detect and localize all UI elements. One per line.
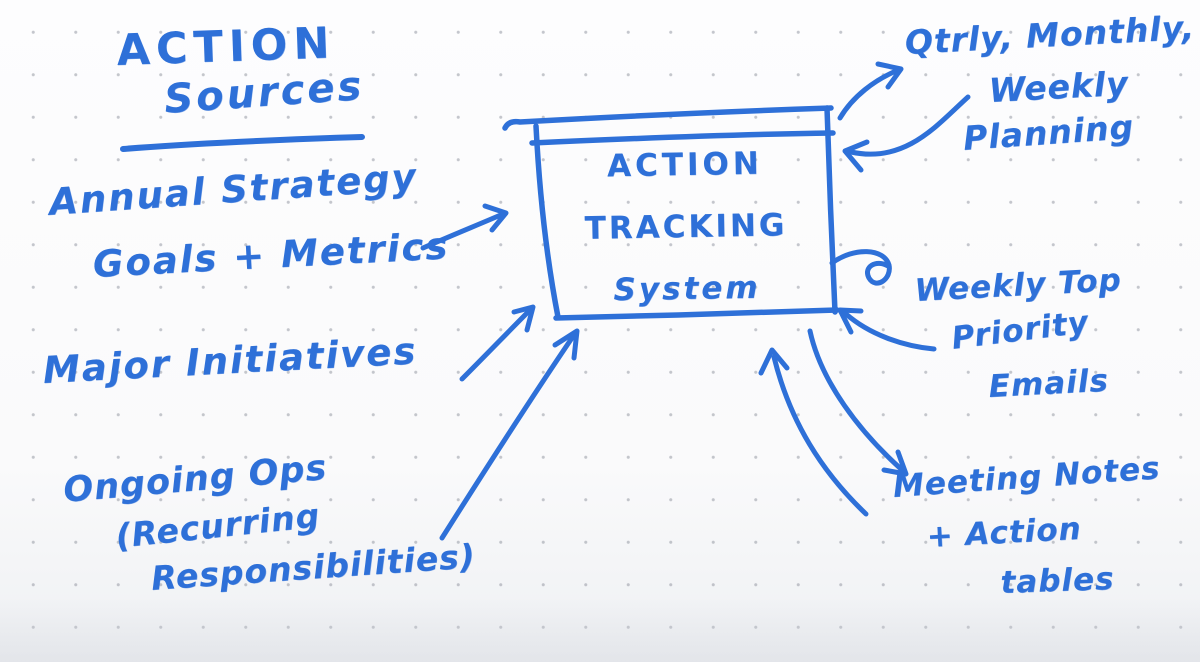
arrow-planning-to-box — [842, 94, 971, 173]
box-line-2: TRACKING — [584, 207, 788, 247]
box-line-1: ACTION — [606, 145, 764, 185]
arrow-major-initiatives-to-box — [459, 304, 536, 382]
title-line-1: ACTION — [115, 18, 337, 76]
title-underline — [120, 134, 365, 152]
planning-line-2: Weekly — [987, 63, 1130, 110]
arrow-emails-to-box — [837, 307, 937, 352]
meeting-notes-line-3: tables — [999, 561, 1116, 601]
arrow-box-to-weekly-top-loop — [829, 249, 892, 286]
action-tracking-system-box — [502, 105, 840, 321]
action-tracking-system-label: ACTION TRACKING System — [539, 145, 834, 309]
arrow-meeting-notes-to-box — [758, 347, 869, 517]
arrow-annual-strategy-to-box — [420, 203, 509, 251]
arrow-ongoing-ops-to-box — [439, 328, 580, 541]
arrow-box-to-meeting-notes — [807, 328, 909, 477]
arrow-box-to-planning — [837, 61, 904, 121]
box-line-3: System — [613, 269, 761, 309]
meeting-notes-line-2: + Action — [925, 510, 1083, 555]
emails-line-3: Emails — [987, 362, 1110, 405]
